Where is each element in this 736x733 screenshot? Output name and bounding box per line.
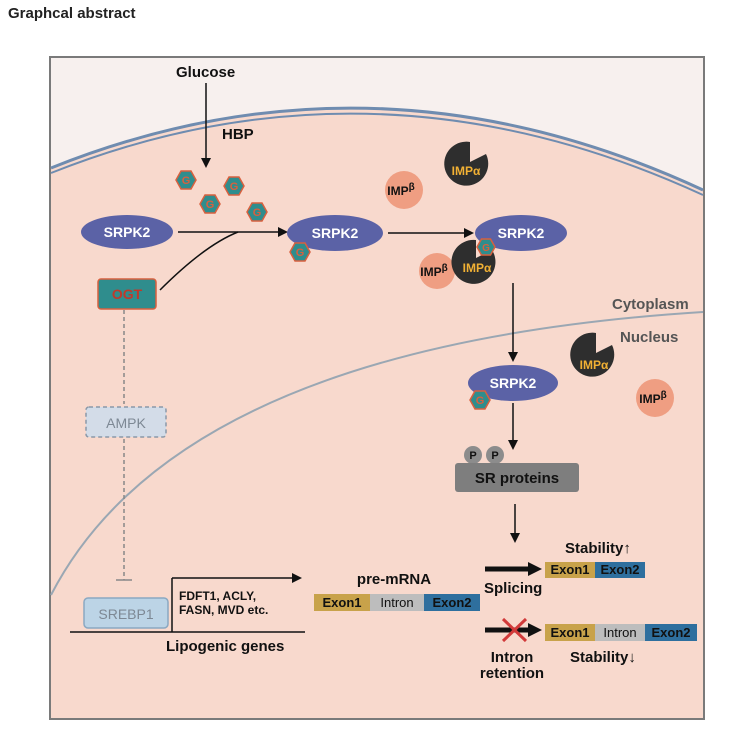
g-label: G: [482, 243, 490, 254]
retained-exon2: [645, 624, 697, 641]
phosphate-circle: [486, 446, 504, 464]
stability-down-label: Stability↓: [570, 649, 636, 666]
imp-alpha-nucleus: [570, 332, 615, 377]
exon1-label: Exon1: [550, 625, 589, 640]
splicing-label: Splicing: [484, 580, 542, 597]
srpk2-label: SRPK2: [498, 225, 545, 241]
srpk2-label: SRPK2: [312, 225, 359, 241]
srpk2-glycosylated: [287, 215, 383, 251]
intron-label: Intron: [380, 595, 413, 610]
ogt-arrow: [159, 231, 239, 291]
srebp1-box: [83, 597, 169, 629]
phosphate-circle: [464, 446, 482, 464]
exon1-label: Exon1: [550, 562, 589, 577]
pre-mrna-exon2: [424, 594, 480, 611]
g-label: G: [230, 181, 239, 193]
g-hexagon: G: [223, 176, 245, 196]
intron-retention-line1: Intron: [491, 649, 534, 666]
intron-label: Intron: [603, 625, 636, 640]
srpk2-nuclear: [468, 365, 558, 401]
g-label: G: [253, 207, 262, 219]
imp-alpha-label: IMPα: [463, 261, 492, 275]
imp-alpha-free: [444, 141, 489, 186]
imp-beta-bound: [419, 253, 455, 289]
splicing-outcome-arrowhead: [528, 562, 542, 576]
glucose-arrowhead: [201, 158, 211, 168]
retained-intron: [595, 624, 645, 641]
cell-membrane: [50, 106, 704, 192]
phosphate-label: P: [491, 450, 498, 462]
g-hexagon: G: [175, 170, 197, 190]
g-hexagon: G: [476, 238, 496, 256]
extracellular-area: [51, 58, 703, 190]
figure-heading: Graphcal abstract: [8, 5, 136, 22]
lipogenic-genes-label: Lipogenic genes: [166, 638, 284, 655]
cross-icon-stroke: [501, 617, 528, 643]
imp-beta-label: IMPβ: [420, 263, 447, 279]
nuclear-import-arrowhead: [508, 352, 518, 362]
imp-beta-free: [385, 171, 423, 209]
g-label: G: [296, 247, 305, 259]
ogt-box: [97, 278, 157, 310]
pre-mrna-label: pre-mRNA: [357, 571, 431, 588]
promoter-arrowhead: [292, 573, 302, 583]
imp-beta-label: IMPβ: [387, 182, 414, 198]
retained-exon1: [545, 624, 595, 641]
import-arrowhead: [464, 228, 474, 238]
cytoplasm-label: Cytoplasm: [612, 296, 689, 313]
genes-line2: FASN, MVD etc.: [179, 603, 268, 617]
g-hexagon: G: [199, 194, 221, 214]
ogt-label: OGT: [112, 286, 143, 302]
g-label: G: [476, 395, 485, 407]
imp-beta-nucleus: [636, 379, 674, 417]
ampk-box: [85, 406, 167, 438]
nucleus-label: Nucleus: [620, 329, 678, 346]
nuclear-envelope: [50, 311, 704, 596]
sr-proteins-label: SR proteins: [475, 470, 559, 487]
glucose-label: Glucose: [176, 64, 235, 81]
pre-mrna-exon1: [314, 594, 370, 611]
pre-mrna-intron: [370, 594, 424, 611]
genes-line1: FDFT1, ACLY,: [179, 589, 256, 603]
intron-retention-line2: retention: [480, 665, 544, 682]
spliced-exon1: [545, 562, 595, 578]
exon2-label: Exon2: [600, 562, 639, 577]
ampk-label: AMPK: [106, 415, 146, 431]
srpk2-label: SRPK2: [104, 224, 151, 240]
spliced-exon2: [595, 562, 645, 578]
glycosylation-arrowhead: [278, 227, 288, 237]
srpk2-label: SRPK2: [490, 375, 537, 391]
phosphorylation-arrowhead: [508, 440, 518, 450]
retention-arrowhead: [528, 623, 542, 637]
imp-alpha-bound: [451, 239, 496, 284]
stability-up-label: Stability↑: [565, 540, 631, 557]
g-label: G: [206, 199, 215, 211]
imp-beta-label: IMPβ: [639, 390, 666, 406]
cell-membrane-inner: [50, 112, 704, 196]
srpk2-unmodified: [81, 215, 173, 249]
sr-proteins-box: [455, 463, 579, 492]
exon1-label: Exon1: [322, 595, 361, 610]
g-hexagon: G: [469, 390, 491, 410]
srebp1-label: SREBP1: [98, 606, 153, 622]
g-hexagon: G: [289, 242, 311, 262]
exon2-label: Exon2: [651, 625, 690, 640]
splicing-arrowhead: [510, 533, 520, 543]
g-label: G: [182, 175, 191, 187]
hbp-label: HBP: [222, 126, 254, 143]
exon2-label: Exon2: [432, 595, 471, 610]
phosphate-label: P: [469, 450, 476, 462]
g-hexagon: G: [246, 202, 268, 222]
srpk2-complex: [475, 215, 567, 251]
imp-alpha-label: IMPα: [452, 164, 481, 178]
imp-alpha-label: IMPα: [580, 358, 609, 372]
